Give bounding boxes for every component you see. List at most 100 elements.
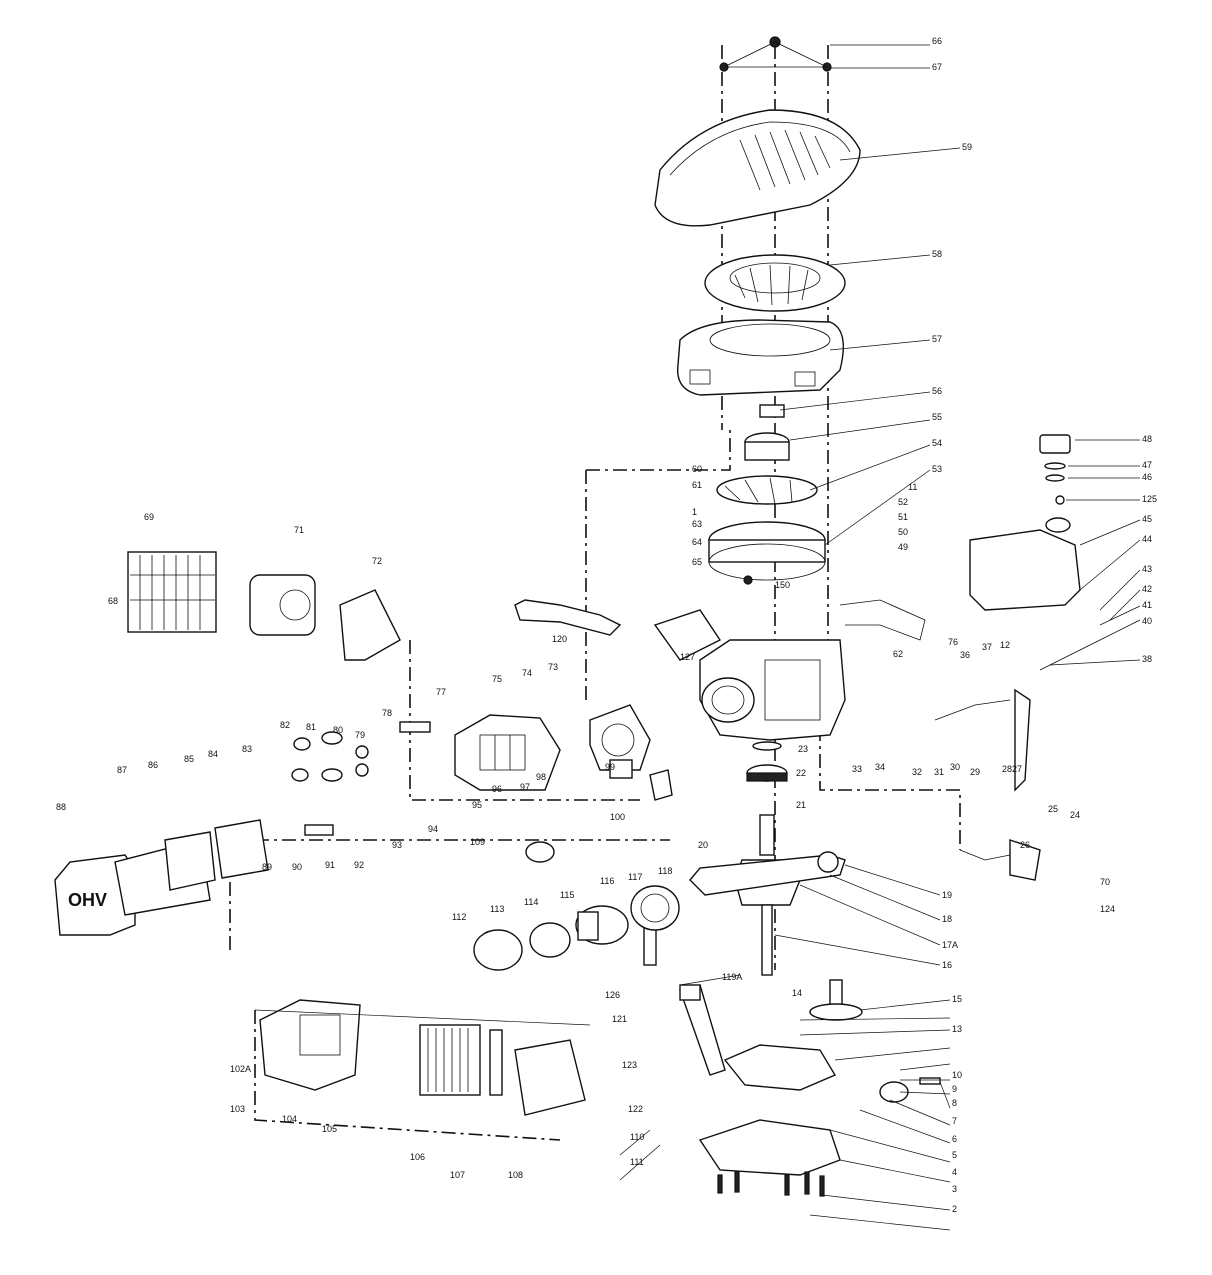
callout-93: 93: [392, 840, 402, 850]
callout-5: 5: [952, 1150, 957, 1160]
callout-45: 45: [1142, 514, 1152, 524]
callout-32: 32: [912, 767, 922, 777]
callout-50: 50: [898, 527, 908, 537]
callout-120: 120: [552, 634, 567, 644]
callout-70: 70: [1100, 877, 1110, 887]
callout-13: 13: [952, 1024, 962, 1034]
callout-84: 84: [208, 749, 218, 759]
top-screws: [719, 36, 832, 72]
carburetor: [525, 759, 673, 863]
callout-124: 124: [1100, 904, 1115, 914]
crankshaft: [734, 814, 801, 976]
callout-59: 59: [962, 142, 972, 152]
callout-90: 90: [292, 862, 302, 872]
callout-150: 150: [775, 580, 790, 590]
callout-112: 112: [452, 912, 466, 922]
crankcase-cover-gasket: [723, 1044, 837, 1091]
callout-111: 111: [630, 1157, 644, 1167]
callout-57: 57: [932, 334, 942, 344]
callout-67: 67: [932, 62, 942, 72]
callout-18: 18: [942, 914, 952, 924]
governor-gear: [879, 1077, 941, 1103]
callout-68: 68: [108, 596, 118, 606]
callout-29: 29: [970, 767, 980, 777]
callout-89: 89: [262, 862, 272, 872]
callout-123: 123: [622, 1060, 637, 1070]
callout-12: 12: [1000, 640, 1010, 650]
pre-filter: [489, 1029, 503, 1096]
callout-27: 27: [1012, 764, 1022, 774]
callout-4: 4: [952, 1167, 957, 1177]
callout-17A: 17A: [942, 940, 958, 950]
flywheel-group: [708, 404, 826, 585]
governor-bracket: [839, 599, 926, 641]
callout-56: 56: [932, 386, 942, 396]
callout-22: 22: [796, 768, 806, 778]
callout-126: 126: [605, 990, 620, 1000]
callout-24: 24: [1070, 810, 1080, 820]
callout-19: 19: [942, 890, 952, 900]
callout-49: 49: [898, 542, 908, 552]
fuel-cap: [1039, 434, 1071, 505]
callout-1: 1: [692, 507, 697, 517]
callout-16: 16: [942, 960, 952, 970]
callout-79: 79: [355, 730, 365, 740]
oil-fill-tube: [679, 984, 726, 1076]
callout-8: 8: [952, 1098, 957, 1108]
callout-25: 25: [1048, 804, 1058, 814]
crankcase: [699, 639, 846, 741]
callout-64: 64: [692, 537, 702, 547]
callout-75: 75: [492, 674, 502, 684]
recoil-assembly: [704, 254, 846, 312]
callout-38: 38: [1142, 654, 1152, 664]
valve-springs: [291, 731, 369, 836]
air-filter-cover: [514, 1039, 586, 1116]
callout-119A: 119A: [722, 972, 742, 982]
callout-109: 109: [470, 837, 485, 847]
callout-110: 110: [630, 1132, 644, 1142]
callout-83: 83: [242, 744, 252, 754]
callout-91: 91: [325, 860, 335, 870]
callout-23: 23: [798, 744, 808, 754]
callout-47: 47: [1142, 460, 1152, 470]
callout-36: 36: [960, 650, 970, 660]
callout-108: 108: [508, 1170, 523, 1180]
callout-40: 40: [1142, 616, 1152, 626]
callout-117: 117: [628, 872, 642, 882]
callout-46: 46: [1142, 472, 1152, 482]
callout-21: 21: [796, 800, 806, 810]
callout-73: 73: [548, 662, 558, 672]
air-filter-element: [419, 1024, 481, 1096]
callout-53: 53: [932, 464, 942, 474]
muffler-shield: [127, 551, 217, 633]
leader-lines: [254, 44, 1141, 1231]
callout-15: 15: [952, 994, 962, 1004]
callout-87: 87: [117, 765, 127, 775]
callout-3: 3: [952, 1184, 957, 1194]
callout-69: 69: [144, 512, 154, 522]
callout-118: 118: [658, 866, 672, 876]
head-gasket: [589, 704, 651, 771]
callout-113: 113: [490, 904, 504, 914]
callout-127: 127: [680, 652, 695, 662]
callout-100: 100: [610, 812, 625, 822]
bearings: [746, 741, 788, 782]
callout-26: 26: [1020, 840, 1030, 850]
callout-95: 95: [472, 800, 482, 810]
callout-14: 14: [792, 988, 802, 998]
callout-41: 41: [1142, 600, 1152, 610]
piston-group: [473, 885, 680, 971]
callout-76: 76: [948, 637, 958, 647]
callout-7: 7: [952, 1116, 957, 1126]
recoil-starter-cover: [654, 109, 861, 227]
cylinder-head: [454, 714, 561, 791]
assembly-axes: [229, 45, 961, 1141]
callout-115: 115: [560, 890, 574, 900]
crankcase-cover: [698, 1119, 841, 1197]
callout-72: 72: [372, 556, 382, 566]
callout-103: 103: [230, 1104, 245, 1114]
air-filter-housing: [259, 999, 361, 1091]
callout-116: 116: [600, 876, 614, 886]
callout-55: 55: [932, 412, 942, 422]
